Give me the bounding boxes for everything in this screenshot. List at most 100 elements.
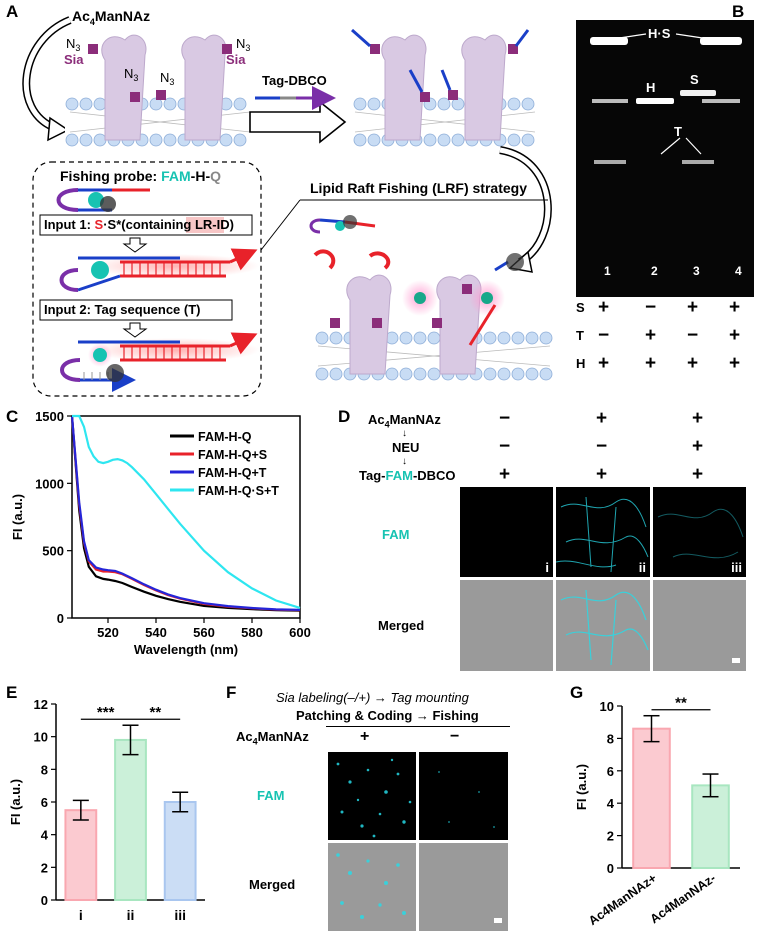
input1-mid: ·S*(containing (103, 217, 195, 232)
membrane-right (351, 28, 536, 147)
input1-prefix: Input 1: (44, 217, 95, 232)
e-y-tick-label: 12 (34, 697, 48, 712)
f-header-2: Patching & Coding → Fishing (296, 708, 479, 723)
g-y-tick-label: 0 (607, 861, 614, 876)
input1-label: Input 1: S·S*(containing LR-ID) (44, 217, 234, 232)
input1-suffix: ) (229, 217, 234, 232)
c-plot-frame (71, 415, 301, 619)
tag-dbco-label: Tag-DBCO (262, 73, 327, 88)
d-image-label-merged: Merged (378, 618, 425, 633)
d-condition-sign: − (499, 408, 511, 429)
gel-row-label-t: T (576, 328, 584, 343)
svg-text:Sia: Sia (226, 52, 246, 67)
panel-letter-f: F (226, 683, 237, 702)
f-sign-minus: − (450, 728, 460, 745)
g-bar (691, 784, 730, 869)
input1-lrid: LR-ID (194, 217, 230, 232)
panel-letter-c: C (6, 407, 19, 426)
down-curved-arrow (499, 146, 552, 266)
d-condition-sign: + (692, 464, 704, 485)
d-image-label-fam: FAM (382, 527, 410, 542)
c-series-line (70, 415, 301, 612)
f-merged-image-plus (328, 843, 416, 931)
c-x-tick-label: 560 (193, 625, 215, 640)
c-series-line (70, 415, 301, 611)
f-header-rule (326, 726, 510, 727)
membrane-left: N3 Sia N3 N3 N3 Sia (64, 34, 250, 147)
fishing-probe-q: Q (210, 168, 221, 184)
lane-4: 4 (735, 264, 742, 278)
e-sig-label: *** (97, 704, 115, 721)
input1-s: S (94, 217, 104, 232)
c-series-line (72, 414, 301, 609)
d-condition-sign: − (499, 436, 511, 457)
gel-mark: + (729, 353, 741, 374)
gel-mark: − (645, 297, 657, 318)
gel-mark: + (645, 325, 657, 346)
d-tag-prefix: Tag- (359, 468, 386, 483)
fishing-probe-box (32, 161, 262, 397)
c-x-tick-label: 520 (97, 625, 119, 640)
g-y-tick-label: 10 (600, 699, 614, 714)
gel-mark: − (598, 325, 610, 346)
svg-text:N3: N3 (236, 36, 250, 53)
gel-mark: + (645, 353, 657, 374)
input2-label: Input 2: Tag sequence (T) (44, 302, 201, 317)
panel-letter-g: G (570, 683, 584, 702)
c-legend-label: FAM-H-Q+S (198, 448, 267, 462)
d-row-label-reagent: Ac4ManNAz (368, 412, 441, 430)
c-y-tick-label: 0 (57, 611, 64, 626)
probe-duplex-3 (60, 332, 260, 392)
fishing-probe-fam: FAM (161, 168, 191, 184)
g-sig-label: ** (675, 695, 687, 712)
probe-duplex-2 (59, 248, 260, 292)
membrane-fishing (309, 215, 553, 381)
panel-letter-d: D (338, 407, 351, 426)
probe-hairpin-1 (56, 188, 150, 212)
d-fam-image-iii: iii (653, 487, 746, 577)
gel-mark: + (598, 353, 610, 374)
d-arrow-2: ↓ (402, 456, 407, 467)
band-label-hs: H·S (648, 26, 671, 41)
reagent-label: Ac4ManNAz (72, 8, 151, 27)
input2-box (39, 299, 233, 321)
g-bar (632, 727, 671, 870)
c-y-axis-label: FI (a.u.) (10, 494, 25, 540)
e-x-tick-label: i (79, 907, 83, 923)
e-y-tick-label: 0 (41, 893, 48, 908)
panel-a-schematic: N3 Sia N3 N3 N3 Sia Tag-DBCO (22, 16, 553, 397)
e-y-tick-label: 8 (41, 762, 48, 777)
g-x-tick-label: Ac4ManNAz+ (586, 871, 659, 928)
f-fam-image-minus (419, 752, 508, 840)
gel-mark: + (729, 297, 741, 318)
f-image-label-fam: FAM (257, 788, 285, 803)
svg-text:N3: N3 (160, 70, 174, 87)
d-merged-image-i (460, 580, 553, 671)
gel-image: 1 2 3 4 H·S H S T (576, 20, 754, 297)
c-series-line (70, 415, 301, 612)
d-fam-image-i: i (460, 487, 553, 577)
f-sign-plus: + (360, 728, 370, 745)
d-row-label-tag: Tag-FAM-DBCO (359, 468, 456, 483)
g-y-tick-label: 4 (607, 796, 615, 811)
f-image-label-merged: Merged (249, 877, 296, 892)
d-roman-iii: iii (731, 560, 742, 575)
d-condition-sign: + (499, 464, 511, 485)
lane-1: 1 (604, 264, 611, 278)
c-x-tick-label: 540 (145, 625, 167, 640)
strategy-label: Lipid Raft Fishing (LRF) strategy (310, 180, 527, 196)
g-y-tick-label: 6 (607, 764, 614, 779)
e-x-tick-label: ii (127, 907, 135, 923)
d-tag-fam: FAM (385, 468, 413, 483)
gel-row-label-h: H (576, 356, 586, 371)
gel-bands: 1 2 3 4 (590, 33, 742, 278)
d-merged-image-iii (653, 580, 746, 671)
d-roman-i: i (545, 560, 549, 575)
gel-mark: + (598, 297, 610, 318)
f-scale-bar (494, 918, 502, 923)
band-label-s: S (690, 72, 699, 87)
gel-mark: + (687, 297, 699, 318)
f-header-1: Sia labeling(–/+) → Tag mounting (276, 690, 469, 705)
e-y-axis-label: FI (a.u.) (8, 779, 23, 825)
